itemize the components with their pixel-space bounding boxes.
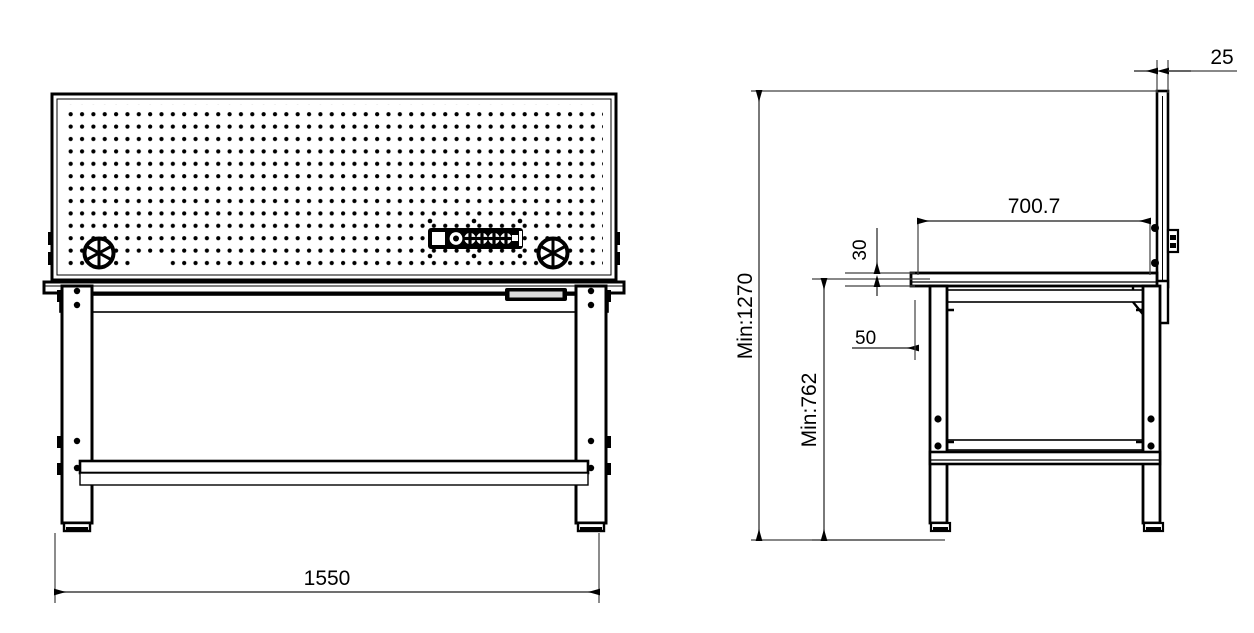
leg-rear: [1141, 284, 1165, 533]
leg-left: [57, 284, 94, 533]
pegboard-ear-left-upper: [48, 232, 53, 245]
pegboard-ear-right-upper: [615, 232, 620, 245]
leveling-foot-left: [62, 521, 92, 533]
dimension-panel-thickness: 25: [1134, 46, 1237, 93]
front-elevation-view: [42, 92, 626, 533]
leveling-foot-front: [929, 521, 952, 533]
dimension-panel-thickness-label: 25: [1210, 46, 1233, 69]
leg-right: [574, 284, 611, 533]
leg-right-bolts: [587, 287, 595, 472]
perforated-pegboard-panel: [48, 92, 620, 282]
vertical-pegboard-panel: [1155, 89, 1170, 289]
bottom-stretcher-rail: [78, 459, 590, 486]
dimension-worktop-depth-label: 700.7: [1008, 195, 1061, 218]
fan-wheel-icon-left: [82, 236, 116, 270]
power-indicator: [512, 235, 518, 241]
leg-rear-bolts: [1147, 415, 1155, 450]
dimension-worktop-height-label: Min:762: [798, 373, 821, 448]
side-elevation-view: [909, 89, 1180, 533]
dimension-worktop-thickness-label: 30: [850, 239, 871, 260]
power-strip: [427, 218, 523, 259]
dimension-overall-width: 1550: [54, 533, 600, 603]
worktop-slab: [909, 271, 1159, 288]
leg-front-bolts: [934, 415, 942, 450]
pegboard-ear-left-lower: [48, 252, 53, 265]
leg-front: [928, 284, 952, 533]
pegboard-ear-right-lower: [615, 252, 620, 265]
leveling-foot-rear: [1142, 521, 1165, 533]
dimension-apron-offset: 50: [852, 300, 919, 360]
leg-left-bolts: [73, 287, 81, 472]
frame-lower-rail: [940, 439, 1150, 451]
worktop-surface: [42, 280, 626, 295]
power-strip-mount-dots: [427, 218, 523, 259]
dimension-worktop-depth: 700.7: [917, 195, 1151, 275]
leveling-foot-right: [576, 521, 606, 533]
fan-wheel-icon-right: [536, 236, 570, 270]
dimension-overall-width-label: 1550: [304, 567, 351, 590]
dimension-apron-offset-label: 50: [855, 328, 876, 349]
power-switch: [432, 232, 445, 245]
dimension-worktop-thickness: 30: [845, 228, 915, 296]
apron-band: [59, 288, 609, 313]
dimension-worktop-height: Min:762: [798, 278, 930, 541]
dimension-overall-height-label: Min:1270: [734, 273, 757, 359]
lower-shelf-rail: [928, 450, 1162, 466]
bracket-clip: [1166, 228, 1180, 254]
drawer-label-plate: [505, 288, 567, 301]
